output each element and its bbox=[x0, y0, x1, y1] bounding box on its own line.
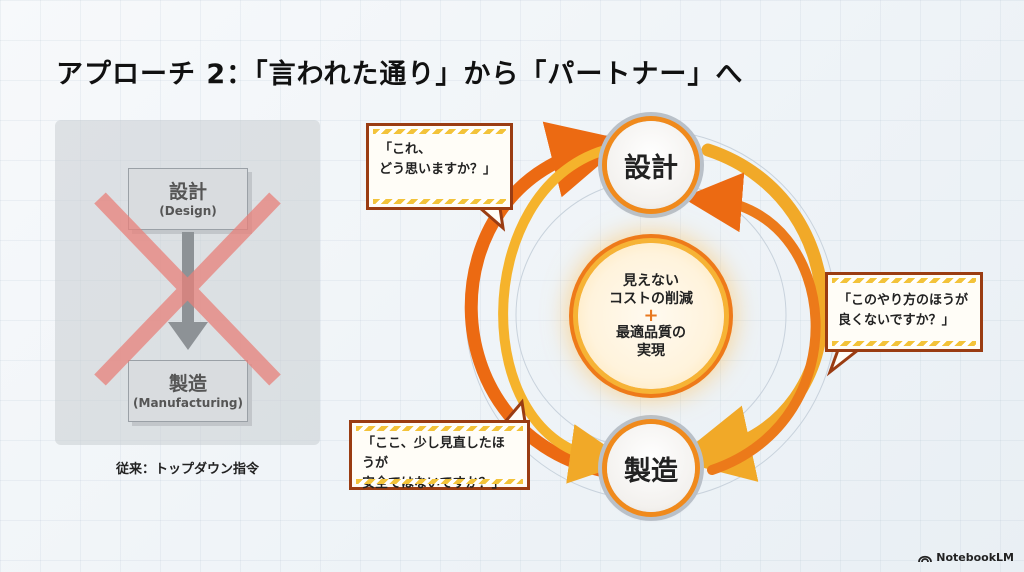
center-line: コストの削減 bbox=[609, 291, 693, 307]
cross-icon bbox=[94, 192, 281, 386]
bubble-line: 良くないですか？」 bbox=[838, 313, 955, 328]
center-line: 実現 bbox=[637, 343, 665, 359]
old-manufacturing-sub: (Manufacturing) bbox=[133, 396, 243, 410]
center-goal: 見えない コストの削減 + 最適品質の 実現 bbox=[578, 243, 724, 389]
center-line: 見えない bbox=[623, 273, 679, 289]
bubble-line: 「これ、 bbox=[379, 142, 432, 157]
bubble-line: どう思いますか？」 bbox=[379, 162, 497, 177]
bubble-line: 安全ではないですか？」 bbox=[362, 476, 505, 491]
notebooklm-logo: NotebookLM bbox=[918, 551, 1014, 564]
inner-left-arrow bbox=[498, 145, 630, 484]
old-model-caption: 従来：トップダウン指令 bbox=[115, 462, 259, 477]
old-manufacturing-label: 製造 bbox=[168, 373, 207, 395]
outer-left-arrow bbox=[464, 121, 628, 477]
plus-icon: + bbox=[643, 305, 659, 326]
old-design-label: 設計 bbox=[168, 181, 207, 203]
old-model-panel: 設計 (Design) 製造 (Manufacturing) bbox=[55, 120, 320, 445]
bubble-tail bbox=[826, 348, 863, 377]
speech-bubble-method: 「このやり方のほうが 良くないですか？」 bbox=[825, 272, 983, 352]
old-design-box: 設計 (Design) bbox=[128, 168, 248, 230]
speech-bubble-safety: 「ここ、少し見直したほうが 安全ではないですか？」 bbox=[349, 420, 530, 491]
slide-title: アプローチ 2：「言われた通り」から「パートナー」へ bbox=[56, 59, 744, 90]
bubble-line: 「このやり方のほうが bbox=[838, 293, 969, 308]
manufacturing-node: 製造 bbox=[607, 424, 695, 512]
center-line: 最適品質の bbox=[616, 325, 686, 341]
old-design-sub: (Design) bbox=[159, 204, 217, 218]
speech-bubble-design: 「これ、 どう思いますか？」 bbox=[366, 123, 513, 210]
inner-right-arrow bbox=[682, 172, 821, 475]
outer-right-arrow bbox=[673, 143, 829, 482]
bubble-line: 「ここ、少し見直したほうが bbox=[362, 436, 505, 471]
branding-text: NotebookLM bbox=[936, 551, 1014, 564]
design-node: 設計 bbox=[607, 121, 695, 209]
notebooklm-icon bbox=[918, 555, 933, 563]
old-manufacturing-box: 製造 (Manufacturing) bbox=[128, 360, 248, 422]
